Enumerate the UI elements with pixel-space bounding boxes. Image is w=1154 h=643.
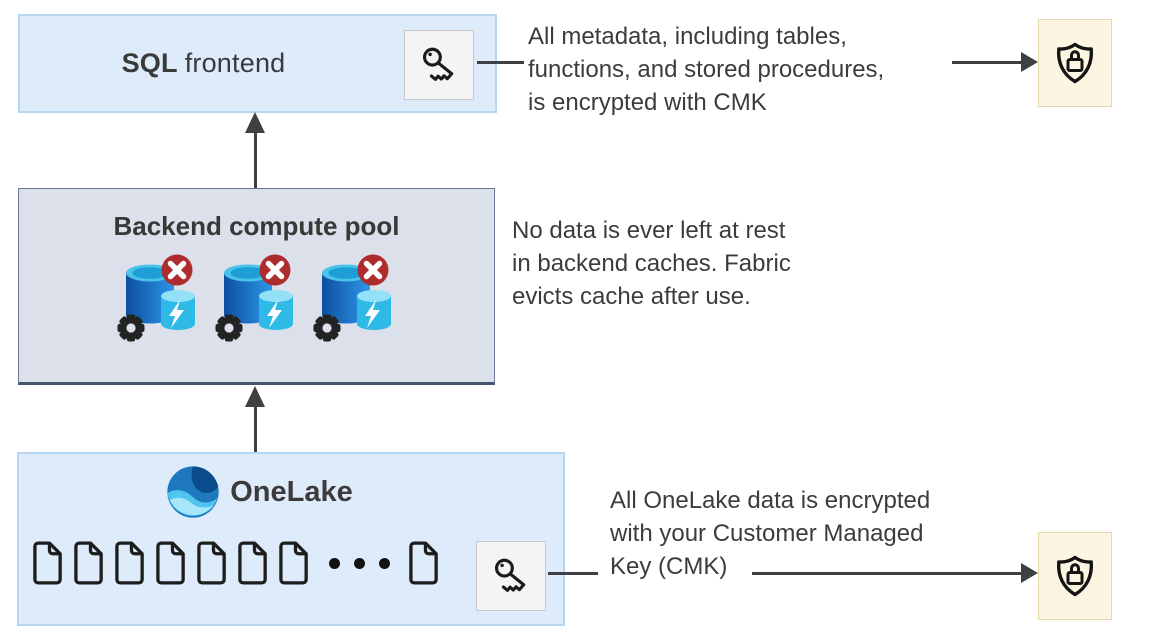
backend-cache-note: No data is ever left at rest in backend …	[512, 214, 791, 313]
sql-label: SQL	[121, 48, 178, 78]
key-icon-box-sql	[404, 30, 474, 100]
note-line: with your Customer Managed	[610, 520, 924, 547]
document-icon	[196, 540, 229, 586]
shield-box-metadata	[1038, 19, 1112, 107]
note-line: All OneLake data is encrypted	[610, 487, 931, 514]
onelake-box: OneLake	[17, 452, 565, 626]
note-line: No data is ever left at rest	[512, 217, 786, 244]
compute-cache-db-icon	[215, 254, 299, 344]
arrow-backend-to-sql-head	[245, 112, 265, 133]
onelake-files-row	[32, 540, 441, 586]
ellipsis-dots-icon	[329, 557, 390, 569]
arrowhead-to-onelake-shield	[1021, 563, 1038, 583]
note-line: Key (CMK)	[610, 553, 728, 580]
document-icon	[155, 540, 188, 586]
arrow-onelake-to-backend-head	[245, 386, 265, 407]
document-icon	[32, 540, 65, 586]
document-icon	[237, 540, 270, 586]
arrow-onelake-to-backend-line	[254, 406, 257, 453]
document-icon	[114, 540, 147, 586]
compute-cache-db-icon	[117, 254, 201, 344]
metadata-encryption-note: All metadata, including tables, function…	[528, 20, 884, 119]
connector-key-to-metadata-note	[477, 61, 524, 64]
connector-metadata-note-to-shield	[952, 61, 1022, 64]
shield-lock-icon	[1051, 37, 1099, 89]
arrow-backend-to-sql-line	[254, 132, 257, 189]
document-icon	[408, 540, 441, 586]
onelake-header: OneLake	[19, 464, 499, 520]
frontend-label: frontend	[184, 48, 286, 78]
note-line: evicts cache after use.	[512, 283, 751, 310]
key-icon-box-onelake	[476, 541, 546, 611]
onelake-encryption-note: All OneLake data is encrypted with your …	[610, 484, 930, 583]
onelake-logo-icon	[165, 464, 221, 520]
note-line: in backend caches. Fabric	[512, 250, 791, 277]
backend-compute-pool-title: Backend compute pool	[113, 211, 400, 241]
note-line: All metadata, including tables,	[528, 23, 847, 50]
document-icon	[278, 540, 311, 586]
note-line: is encrypted with CMK	[528, 89, 767, 116]
key-icon	[418, 44, 460, 86]
connector-key-to-onelake-note	[548, 572, 598, 575]
cache-node-row	[19, 254, 494, 344]
key-icon	[490, 555, 532, 597]
backend-compute-pool-box: Backend compute pool	[18, 188, 495, 385]
connector-onelake-note-to-shield	[752, 572, 1022, 575]
document-icon	[73, 540, 106, 586]
compute-cache-db-icon	[313, 254, 397, 344]
arrowhead-to-metadata-shield	[1021, 52, 1038, 72]
shield-lock-icon	[1051, 550, 1099, 602]
note-line: functions, and stored procedures,	[528, 56, 885, 83]
shield-box-onelake	[1038, 532, 1112, 620]
onelake-title: OneLake	[230, 475, 353, 508]
